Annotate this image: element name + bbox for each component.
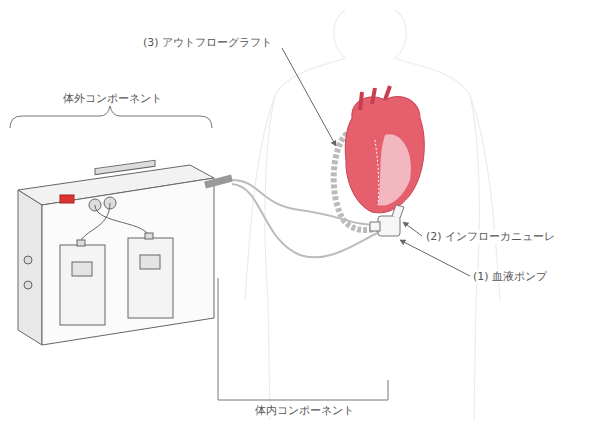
heart [345, 86, 424, 213]
callout-label: (2) インフローカニューレ [425, 230, 556, 243]
bracket [10, 106, 212, 128]
bracket [218, 278, 388, 400]
controller [18, 160, 232, 345]
group-label: 体内コンポーネント [254, 404, 355, 417]
body-silhouette [245, 10, 500, 420]
blood-pump [370, 205, 404, 236]
callout-label: (1) 血液ポンプ [472, 270, 548, 283]
group-label: 体外コンポーネント [62, 92, 163, 105]
callout-label: (3) アウトフローグラフト [142, 36, 273, 49]
